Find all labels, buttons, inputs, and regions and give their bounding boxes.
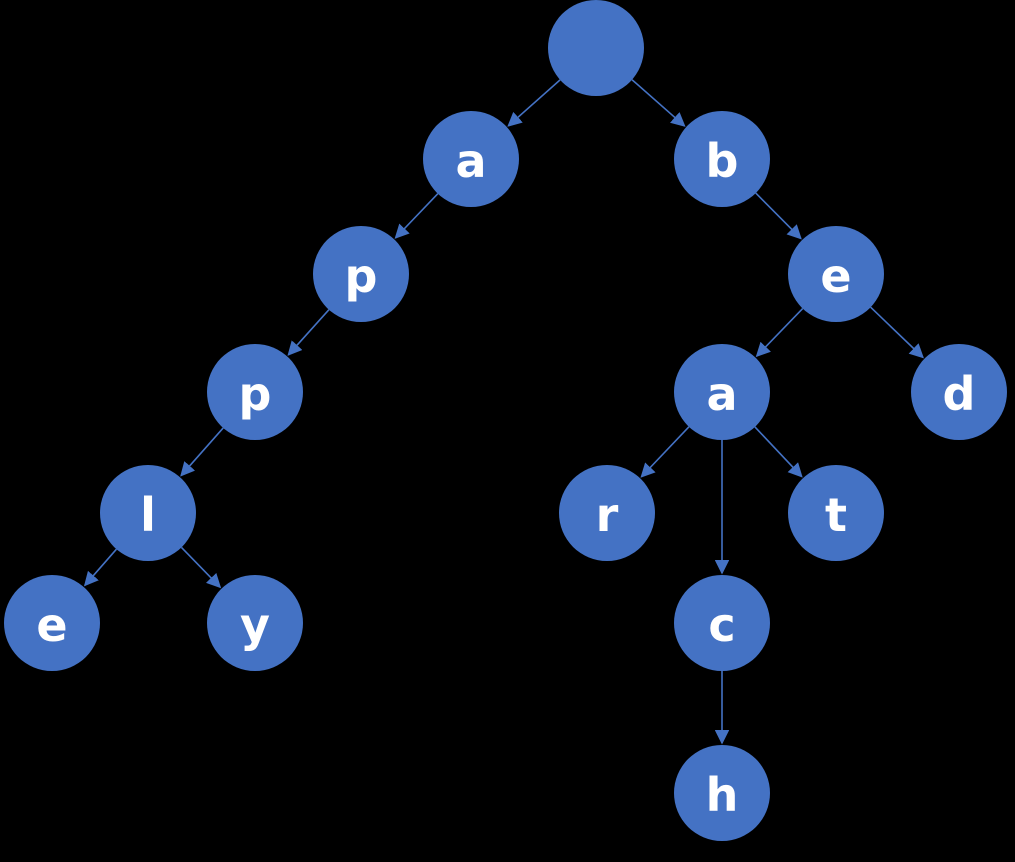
node-l: l [100, 465, 196, 561]
edge-l-e2 [83, 548, 118, 587]
edge-p1-p2 [287, 309, 330, 356]
node-circle [100, 465, 196, 561]
node-label: p [239, 367, 272, 421]
node-circle [4, 575, 100, 671]
edge-root-b [631, 79, 686, 127]
node-label: t [825, 488, 847, 542]
node-c: c [674, 575, 770, 671]
edge-e1-d [870, 306, 924, 359]
edge-root-a1 [507, 79, 561, 127]
node-label: a [706, 367, 737, 421]
node-circle [911, 344, 1007, 440]
node-circle [674, 745, 770, 841]
node-root [548, 0, 644, 96]
node-circle [674, 344, 770, 440]
node-circle [207, 575, 303, 671]
edge-e1-a2 [755, 307, 804, 358]
node-circle [788, 465, 884, 561]
node-circle [548, 0, 644, 96]
node-label: e [820, 249, 851, 303]
node-label: r [596, 488, 619, 542]
node-label: y [240, 598, 270, 652]
node-circle [207, 344, 303, 440]
node-b: b [674, 111, 770, 207]
node-label: h [706, 768, 739, 822]
edges [83, 79, 924, 745]
edge-p2-l [180, 427, 224, 477]
node-h: h [674, 745, 770, 841]
nodes: a b p e p a d l r t e y c h [4, 0, 1007, 841]
node-label: c [708, 598, 735, 652]
node-circle [788, 226, 884, 322]
edge-a2-r [640, 426, 690, 478]
node-label: a [455, 134, 486, 188]
node-a2: a [674, 344, 770, 440]
edge-a2-t [754, 426, 803, 478]
node-r: r [559, 465, 655, 561]
node-e1: e [788, 226, 884, 322]
node-t: t [788, 465, 884, 561]
node-circle [313, 226, 409, 322]
node-a1: a [423, 111, 519, 207]
node-circle [423, 111, 519, 207]
edge-l-y [180, 546, 222, 589]
node-label: l [140, 488, 156, 542]
node-d: d [911, 344, 1007, 440]
edge-b-e1 [755, 192, 802, 240]
node-circle [559, 465, 655, 561]
edge-a1-p1 [394, 193, 439, 239]
node-label: d [943, 367, 976, 421]
node-label: p [345, 249, 378, 303]
node-label: e [36, 598, 67, 652]
node-circle [674, 111, 770, 207]
node-p1: p [313, 226, 409, 322]
node-p2: p [207, 344, 303, 440]
node-label: b [706, 134, 739, 188]
node-circle [674, 575, 770, 671]
node-e2: e [4, 575, 100, 671]
node-y: y [207, 575, 303, 671]
